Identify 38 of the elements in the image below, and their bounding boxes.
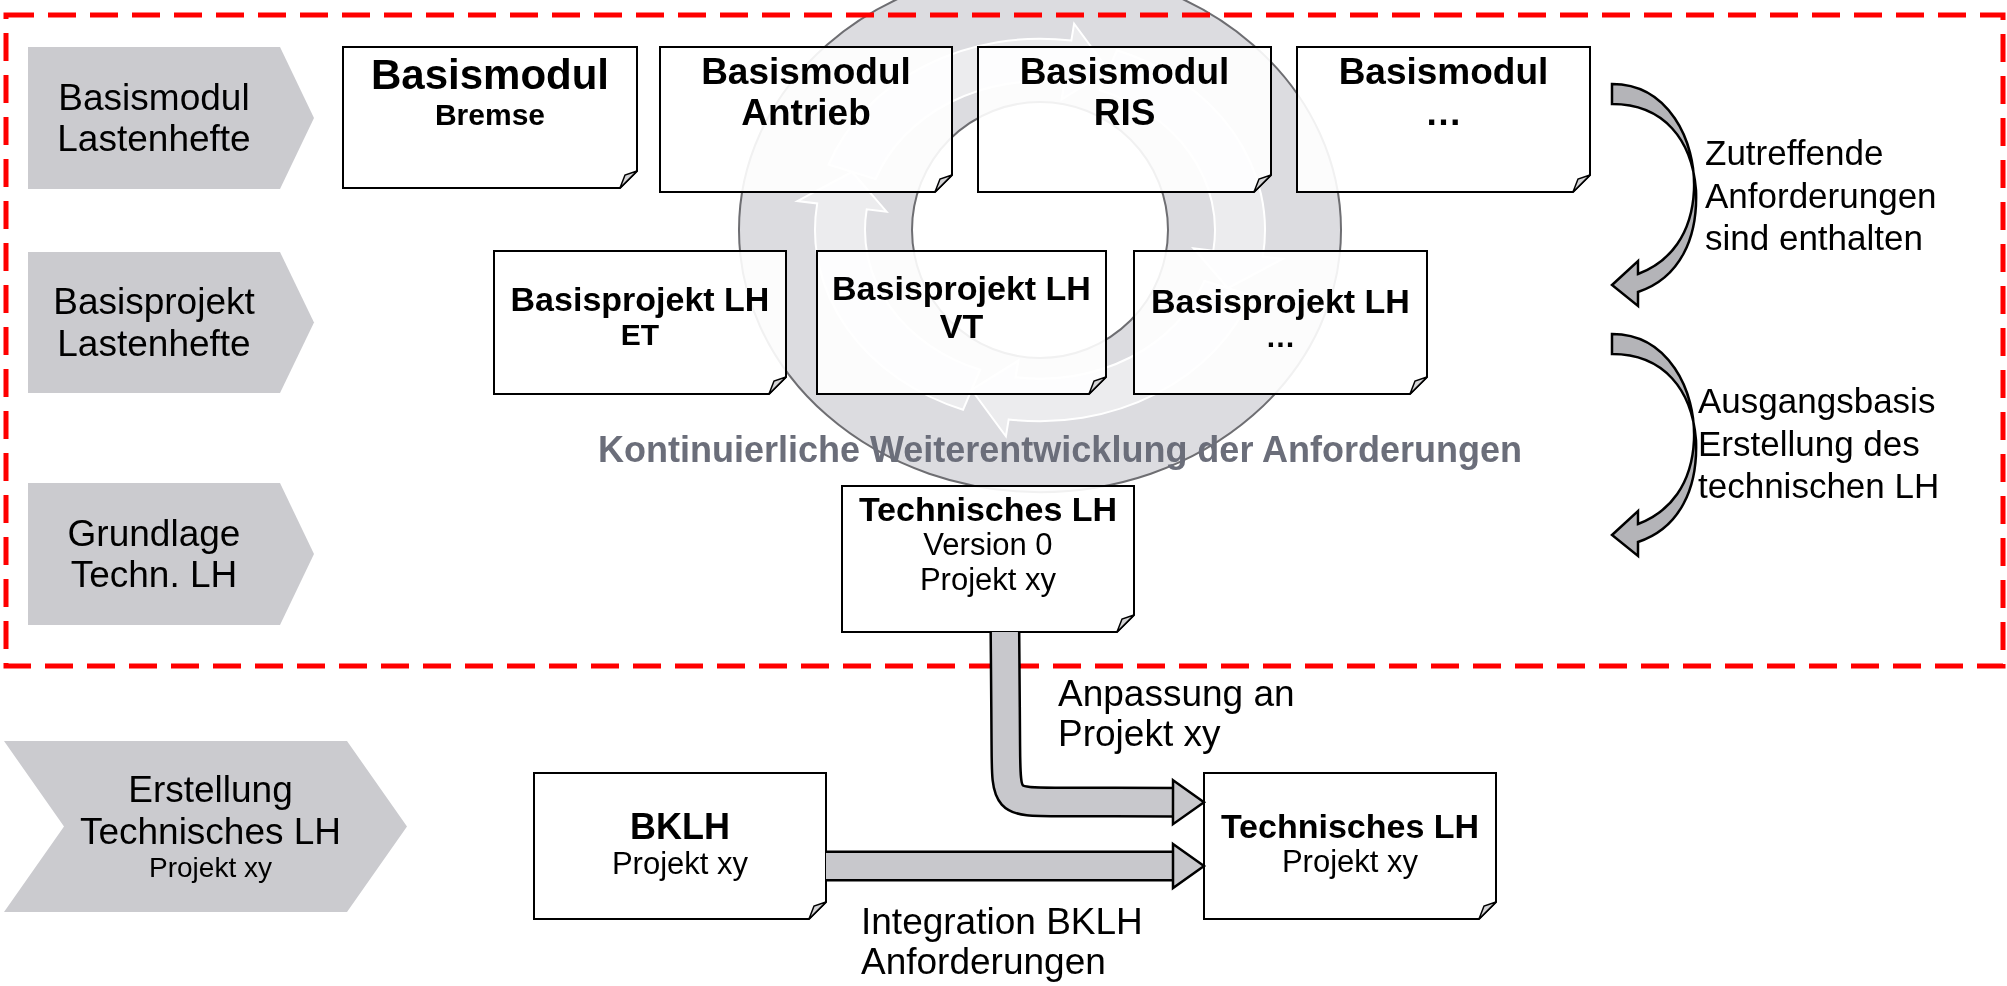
document-shape <box>1134 251 1427 394</box>
arrow-caption: Ausgangsbasis Erstellung des technischen LH <box>1698 380 1941 508</box>
document-title: Technisches LH <box>858 490 1118 529</box>
row-heading-tab <box>28 252 314 393</box>
document-title: BKLH <box>630 807 730 848</box>
document-shape <box>842 486 1134 632</box>
document-title: Basisprojekt LH <box>510 279 770 318</box>
row-heading-tab <box>28 47 314 189</box>
document-title: Basisprojekt LH VT <box>831 269 1092 346</box>
document-subtitle: Bremse <box>434 98 546 132</box>
row-heading-tab <box>4 741 407 912</box>
stage-label: Projekt xy <box>149 852 272 884</box>
document-subtitle: ET <box>620 317 660 352</box>
document-title: Basismodul Antrieb <box>700 51 912 134</box>
stage-label: Basisprojekt Lastenhefte <box>52 281 256 364</box>
document-title: Technisches LH <box>1220 807 1480 846</box>
stage-label: Basismodul Lastenhefte <box>56 76 252 160</box>
arrow-caption: Zutreffende Anforderungen sind enthalten <box>1705 132 1938 260</box>
stage-label: Erstellung Technisches LH <box>78 769 343 853</box>
document-shape <box>978 47 1271 192</box>
document-shape <box>1297 47 1590 192</box>
document-shape <box>534 773 826 919</box>
document-subtitle: Version 0 Projekt xy <box>918 528 1058 598</box>
document-shape <box>817 251 1106 394</box>
row-heading-tab <box>28 483 314 625</box>
document-subtitle: Projekt xy <box>611 847 749 883</box>
document-shape <box>1204 773 1496 919</box>
document-subtitle: Projekt xy <box>1281 845 1419 880</box>
document-shape <box>494 251 786 394</box>
stage-label: Grundlage Techn. LH <box>66 512 242 596</box>
dashed-region <box>6 15 2003 666</box>
document-shape <box>660 47 952 192</box>
document-title: Basisprojekt LH <box>1151 281 1410 320</box>
document-subtitle: … <box>1265 319 1296 354</box>
document-title: Basismodul … <box>1337 51 1550 134</box>
document-title: Basismodul <box>370 51 610 99</box>
document-shape <box>343 47 637 188</box>
document-title: Basismodul RIS <box>1018 51 1231 134</box>
